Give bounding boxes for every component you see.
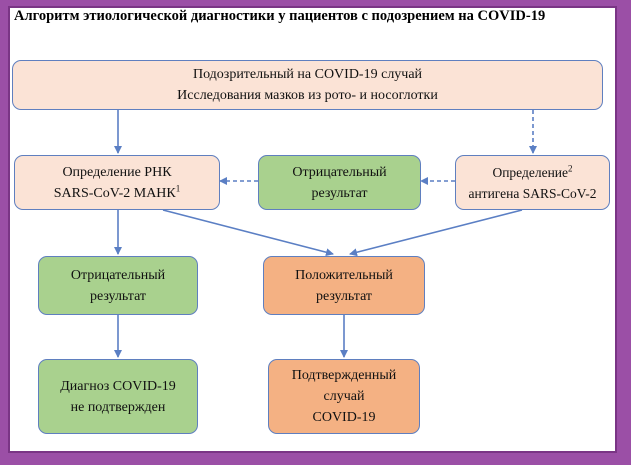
node-not-confirmed-line1: Диагноз COVID-19 (60, 378, 176, 394)
arrow-antigen-to-positive (349, 209, 523, 257)
node-suspected-line2: Исследования мазков из рото- и носоглотк… (177, 88, 438, 103)
node-positive-line2: результат (315, 288, 373, 304)
node-rna-detection: Определение РНК SARS-CoV-2 МАНК1 (14, 155, 220, 210)
node-negative-middle-line2: результат (311, 185, 368, 201)
node-negative-left-line1: Отрицательный (70, 267, 166, 283)
node-negative-left-line2: результат (89, 288, 147, 304)
node-rna-line1: Определение РНК (62, 164, 172, 180)
footnote-2-marker: 2 (568, 163, 573, 173)
node-positive-line1: Положительный (295, 267, 393, 283)
node-not-confirmed-line2: не подтвержден (70, 399, 166, 415)
arrow-rna-to-positive (162, 209, 334, 257)
node-antigen-detection: Определение2 антигена SARS-CoV-2 (455, 155, 610, 210)
node-positive: Положительный результат (263, 256, 425, 315)
footnote-1-marker: 1 (175, 182, 181, 193)
node-confirmed-case: Подтвержденный случай COVID-19 (268, 359, 420, 434)
node-negative-middle: Отрицательный результат (258, 155, 421, 210)
node-suspected-case: Подозрительный на COVID-19 случай Исслед… (12, 60, 603, 110)
node-suspected-line1: Подозрительный на COVID-19 случай (192, 67, 423, 82)
diagram-title: Алгоритм этиологической диагностики у па… (14, 8, 546, 24)
node-negative-middle-line1: Отрицательный (292, 164, 387, 180)
node-diagnosis-not-confirmed: Диагноз COVID-19 не подтвержден (38, 359, 198, 434)
node-rna-line2: SARS-CoV-2 МАНК (53, 185, 176, 201)
node-negative-left: Отрицательный результат (38, 256, 198, 315)
node-antigen-line2: антигена SARS-CoV-2 (468, 185, 597, 201)
node-confirmed-line2: случай (323, 389, 365, 404)
node-antigen-line1: Определение (492, 164, 569, 180)
node-confirmed-line1: Подтвержденный (291, 368, 397, 383)
node-confirmed-line3: COVID-19 (312, 410, 376, 425)
